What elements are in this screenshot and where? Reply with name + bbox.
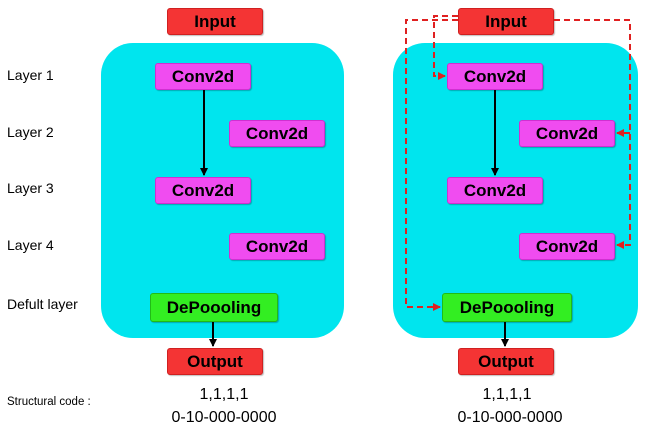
row-label-structural-code: Structural code : bbox=[7, 396, 91, 408]
right-conv2d-layer-2: Conv2d bbox=[519, 120, 615, 147]
right-structural-code-line-2: 0-10-000-0000 bbox=[457, 409, 563, 426]
row-label-layer-2: Layer 2 bbox=[7, 124, 54, 140]
row-label-layer-4: Layer 4 bbox=[7, 237, 54, 253]
left-conv2d-layer-4: Conv2d bbox=[229, 233, 325, 260]
right-input-box: Input bbox=[458, 8, 554, 35]
left-conv2d-layer-1: Conv2d bbox=[155, 63, 251, 90]
left-conv2d-layer-2: Conv2d bbox=[229, 120, 325, 147]
skip-input-to-conv1-arrow bbox=[433, 15, 458, 80]
right-conv2d-layer-4: Conv2d bbox=[519, 233, 615, 260]
left-structural-code-line-1: 1,1,1,1 bbox=[199, 386, 249, 403]
left-output-box: Output bbox=[167, 348, 263, 375]
skip-input-to-depool-arrow bbox=[405, 19, 458, 311]
left-depooling-box: DePoooling bbox=[150, 293, 278, 322]
left-structural-code-line-2: 0-10-000-0000 bbox=[171, 409, 277, 426]
row-label-default-layer: Defult layer bbox=[7, 296, 78, 312]
row-label-layer-3: Layer 3 bbox=[7, 180, 54, 196]
left-conv2d-layer-3: Conv2d bbox=[155, 177, 251, 204]
right-output-box: Output bbox=[458, 348, 554, 375]
right-conv2d-layer-1: Conv2d bbox=[447, 63, 543, 90]
row-label-layer-1: Layer 1 bbox=[7, 67, 54, 83]
right-structural-code-line-1: 1,1,1,1 bbox=[482, 386, 532, 403]
left-input-box: Input bbox=[167, 8, 263, 35]
right-depooling-box: DePoooling bbox=[442, 293, 572, 322]
right-conv2d-layer-3: Conv2d bbox=[447, 177, 543, 204]
